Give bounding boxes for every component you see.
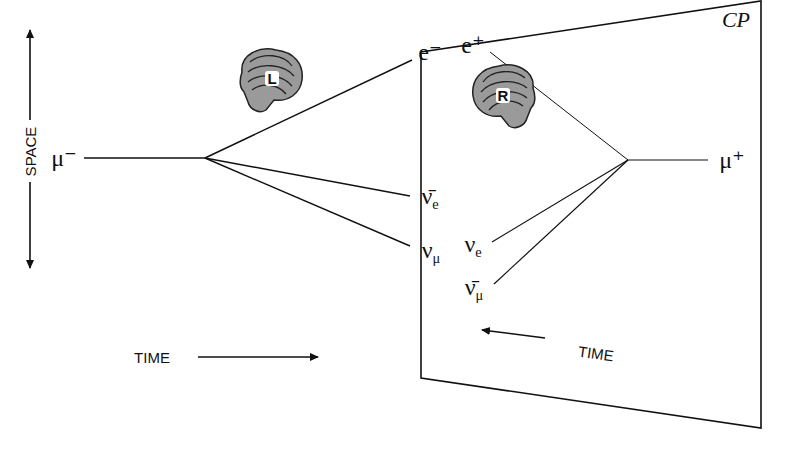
right-hand xyxy=(473,65,535,128)
particle-label: ν̄μ xyxy=(465,275,484,299)
electron-track xyxy=(205,60,412,158)
space-arrow xyxy=(29,30,31,120)
particle-label: ν̄e xyxy=(421,184,438,208)
particle-label: e⁻ xyxy=(418,40,441,64)
hand-label: R xyxy=(496,88,511,103)
left-hand xyxy=(240,49,302,112)
mirror-label: CP xyxy=(722,9,750,31)
axis-label: TIME xyxy=(134,350,170,365)
time-arrow xyxy=(198,356,318,358)
space-arrow xyxy=(29,182,31,268)
particle-label: μ⁻ xyxy=(51,146,77,170)
particle-label: νμ xyxy=(422,238,441,262)
particle-label: μ⁺ xyxy=(719,148,745,172)
particle-label: νe xyxy=(464,232,481,256)
neutrino-track xyxy=(492,160,628,242)
particle-label: e⁺ xyxy=(461,33,484,57)
hand-label: L xyxy=(265,71,278,86)
neutrino-track xyxy=(494,160,628,284)
neutrino-track xyxy=(205,158,410,246)
axis-label: SPACE xyxy=(24,126,39,176)
axis-label: TIME xyxy=(577,343,615,363)
muon-track xyxy=(628,159,708,160)
neutrino-track xyxy=(205,158,410,196)
muon-track xyxy=(84,157,205,158)
time-arrow xyxy=(482,330,545,338)
